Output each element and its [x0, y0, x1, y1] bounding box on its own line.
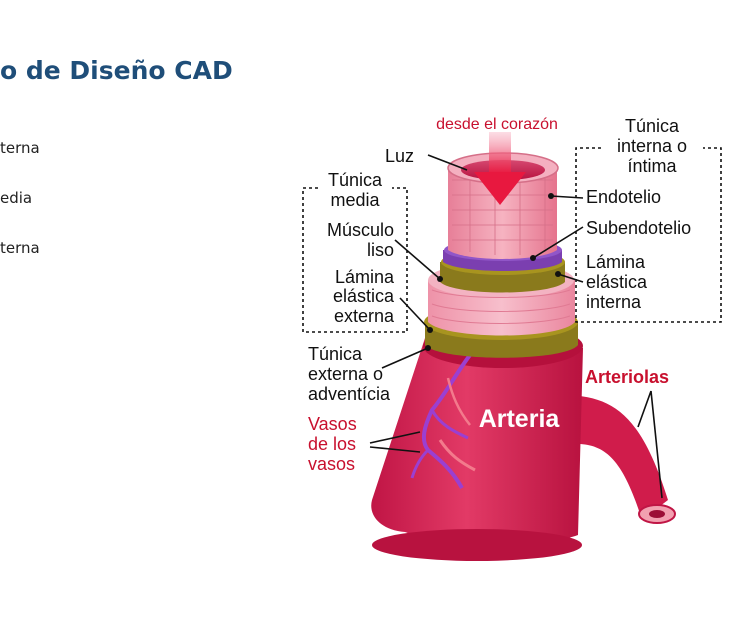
marker-dot: [425, 345, 431, 351]
bullet-item: edia: [0, 189, 33, 207]
marker-dot: [555, 271, 561, 277]
leader-subendotelio: [532, 226, 584, 259]
label-lamina-interna-line3: interna: [586, 292, 642, 312]
label-tunica-interna-line1: Túnica: [625, 116, 680, 136]
bullet-item: terna: [0, 139, 40, 157]
label-vasos-line3: vasos: [308, 454, 355, 474]
label-lamina-externa-line3: externa: [334, 306, 395, 326]
label-desde-el-corazon: desde el corazón: [436, 116, 558, 133]
label-lamina-externa-line1: Lámina: [335, 267, 395, 287]
marker-dot: [548, 193, 554, 199]
leader-vasos-a: [369, 431, 421, 444]
label-tunica-media-line2: media: [330, 190, 380, 210]
leader-lamina-interna: [557, 273, 584, 283]
label-musculo-line2: liso: [367, 240, 394, 260]
leader-luz: [427, 154, 468, 171]
label-arteria: Arteria: [479, 405, 561, 433]
label-tunica-externa-line1: Túnica: [308, 344, 363, 364]
label-endotelio: Endotelio: [586, 187, 661, 207]
label-subendotelio: Subendotelio: [586, 218, 691, 238]
bullet-item: terna: [0, 239, 40, 257]
marker-dot: [437, 276, 443, 282]
label-vasos-line1: Vasos: [308, 414, 357, 434]
leader-endotelio: [550, 195, 584, 199]
tunica-intima-bracket: [575, 147, 722, 323]
vasa-vasorum: [410, 353, 476, 489]
marker-dot: [427, 327, 433, 333]
label-vasos-line2: de los: [308, 434, 356, 454]
arteriole-branch: [560, 395, 676, 524]
leader-tunica-externa: [381, 347, 429, 369]
label-musculo-line1: Músculo: [327, 220, 394, 240]
leader-lamina-externa: [399, 297, 431, 331]
label-lamina-interna-line2: elástica: [586, 272, 648, 292]
leader-musculo-liso: [394, 239, 441, 280]
leader-arteriolas-a: [637, 390, 652, 428]
label-tunica-externa-line3: adventícia: [308, 384, 391, 404]
leader-arteriolas-b: [650, 390, 663, 499]
marker-dot: [530, 255, 536, 261]
bullet-list: terna edia terna: [0, 138, 40, 288]
tunica-media-bracket: [302, 187, 408, 333]
label-tunica-interna-line2: interna o: [617, 136, 687, 156]
label-luz: Luz: [385, 146, 414, 166]
label-tunica-interna-line3: íntima: [627, 156, 677, 176]
slide-title: o de Diseño CAD: [0, 56, 233, 85]
label-lamina-interna-line1: Lámina: [586, 252, 646, 272]
label-arteriolas: Arteriolas: [585, 367, 669, 387]
leader-vasos-b: [369, 446, 421, 453]
label-tunica-externa-line2: externa o: [308, 364, 383, 384]
label-tunica-media-line1: Túnica: [328, 170, 383, 190]
label-lamina-externa-line2: elástica: [333, 286, 395, 306]
blood-flow-arrow: [474, 132, 526, 205]
